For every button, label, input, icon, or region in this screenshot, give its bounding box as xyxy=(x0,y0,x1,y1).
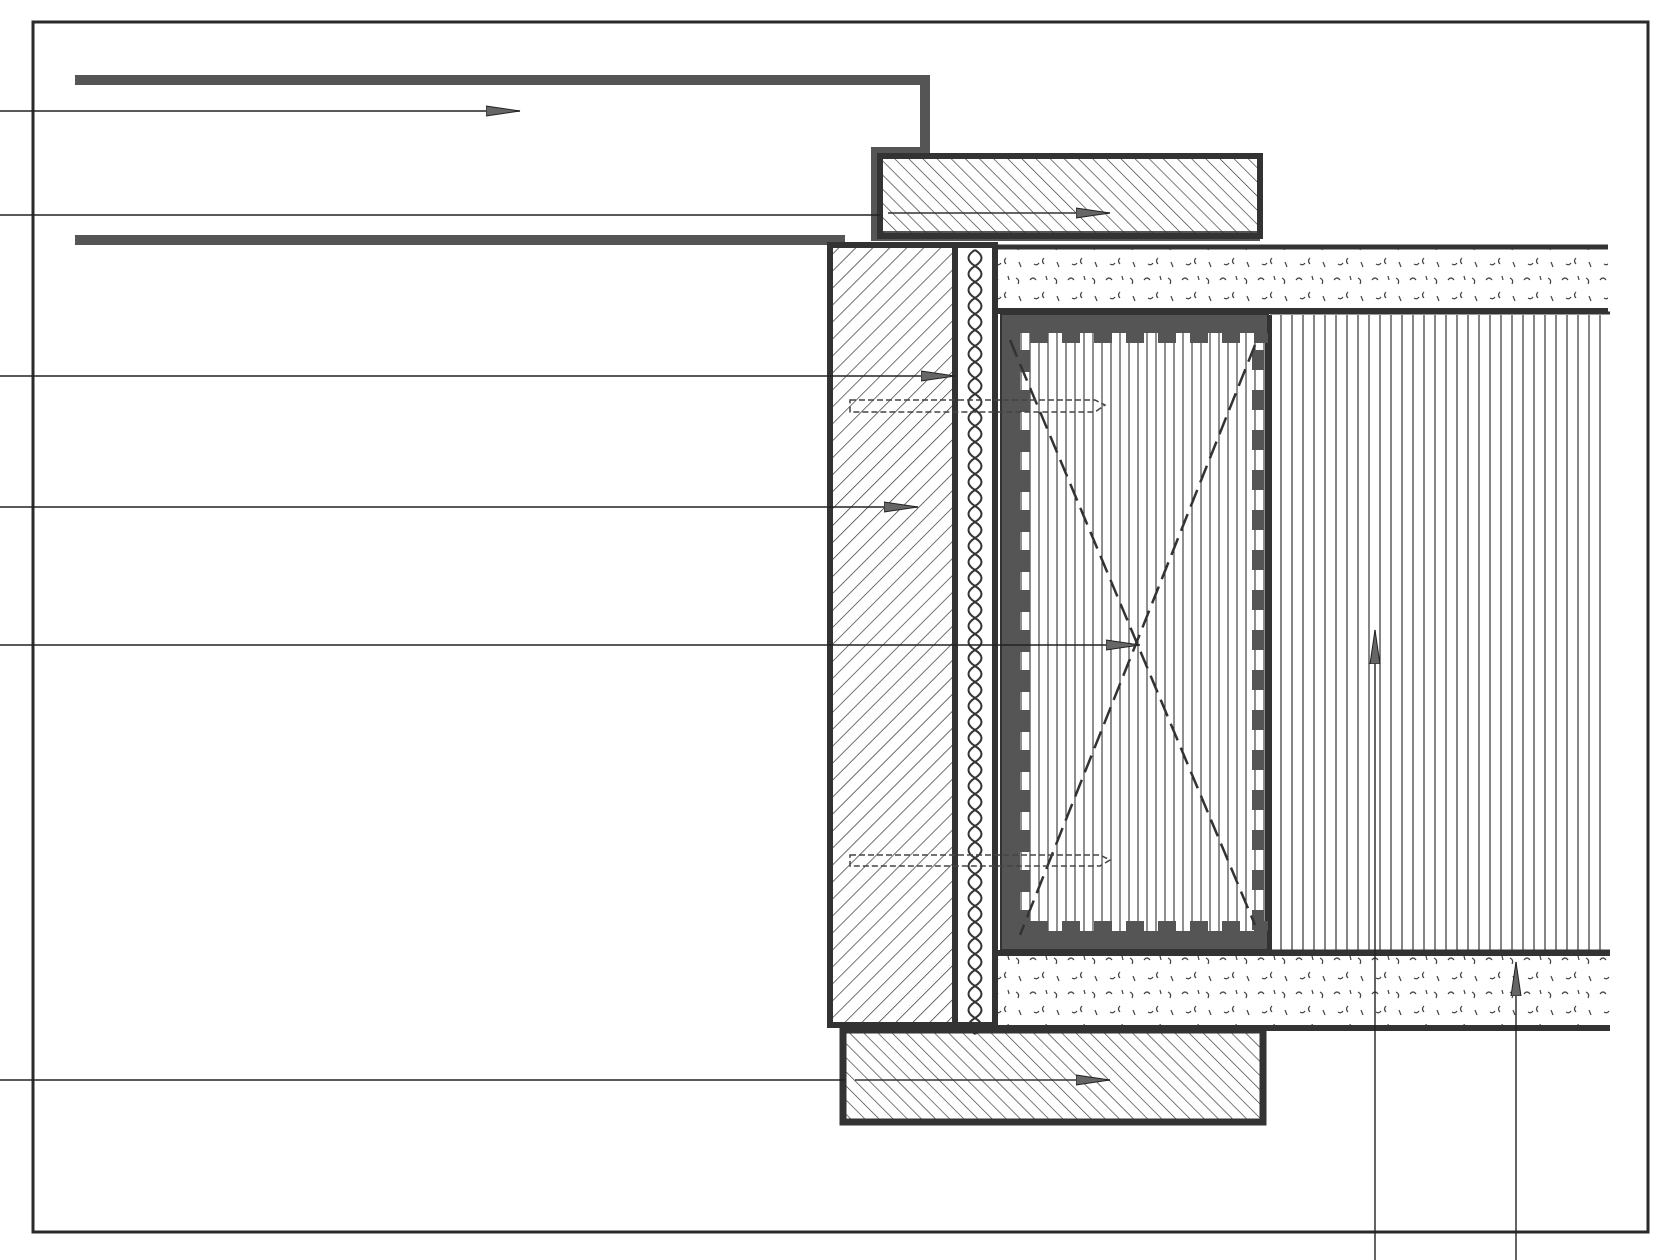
frame-tooth xyxy=(1158,333,1176,343)
frame-tooth xyxy=(1222,921,1240,931)
frame-tooth xyxy=(1158,921,1176,931)
frame-tooth xyxy=(1020,550,1030,572)
leader-lines xyxy=(0,111,1516,1260)
frame-tooth xyxy=(1020,750,1030,772)
top-reveal-block xyxy=(877,153,1263,239)
frame-tooth xyxy=(1126,333,1144,343)
frame-tooth xyxy=(1020,910,1030,932)
frame-tooth xyxy=(1020,790,1030,812)
insulation-strip xyxy=(952,242,998,1035)
frame-tooth xyxy=(1020,870,1030,892)
frame-tooth xyxy=(1020,430,1030,452)
frame-tooth xyxy=(1252,430,1264,450)
outer-frame xyxy=(31,20,1650,1234)
frame-tooth xyxy=(1190,921,1208,931)
frame-tooth xyxy=(1020,470,1030,492)
lower-plaster-layer xyxy=(998,950,1610,1031)
glazing-panel xyxy=(1268,311,1610,953)
frame-tooth xyxy=(1062,921,1080,931)
frame-tooth xyxy=(1030,333,1048,343)
frame-tooth xyxy=(1252,670,1264,690)
frame-tooth xyxy=(1254,333,1272,343)
frame-tooth xyxy=(1020,670,1030,692)
frame-tooth xyxy=(1252,870,1264,890)
frame-tooth xyxy=(1252,630,1264,650)
frame-tooth xyxy=(1252,390,1264,410)
frame-tooth xyxy=(1222,333,1240,343)
frame-tooth xyxy=(1252,790,1264,810)
frame-tooth xyxy=(1062,333,1080,343)
frame-tooth xyxy=(1252,710,1264,730)
frame-tooth xyxy=(1252,550,1264,570)
frame-tooth xyxy=(1094,333,1112,343)
frame-tooth xyxy=(1020,710,1030,732)
frame-tooth xyxy=(1020,350,1030,372)
frame-tooth xyxy=(1252,590,1264,610)
bottom-reveal-block xyxy=(839,1026,1267,1126)
frame-tooth xyxy=(1252,470,1264,490)
frame-tooth xyxy=(1252,830,1264,850)
left-wall-block xyxy=(827,242,958,1028)
frame-tooth xyxy=(1020,630,1030,652)
frame-tooth xyxy=(1252,510,1264,530)
frame-tooth xyxy=(1190,333,1208,343)
frame-tooth xyxy=(1126,921,1144,931)
frame-tooth xyxy=(1252,350,1264,370)
frame-tooth xyxy=(1030,921,1048,931)
frame-profile xyxy=(1000,313,1272,951)
frame-tooth xyxy=(1252,750,1264,770)
anchor-screws xyxy=(849,399,1112,867)
frame-tooth xyxy=(1020,830,1030,852)
frame-tooth xyxy=(1094,921,1112,931)
frame-tooth xyxy=(1020,390,1030,412)
frame-tooth xyxy=(1020,510,1030,532)
upper-plaster-layer xyxy=(998,244,1608,314)
frame-tooth xyxy=(1020,590,1030,612)
